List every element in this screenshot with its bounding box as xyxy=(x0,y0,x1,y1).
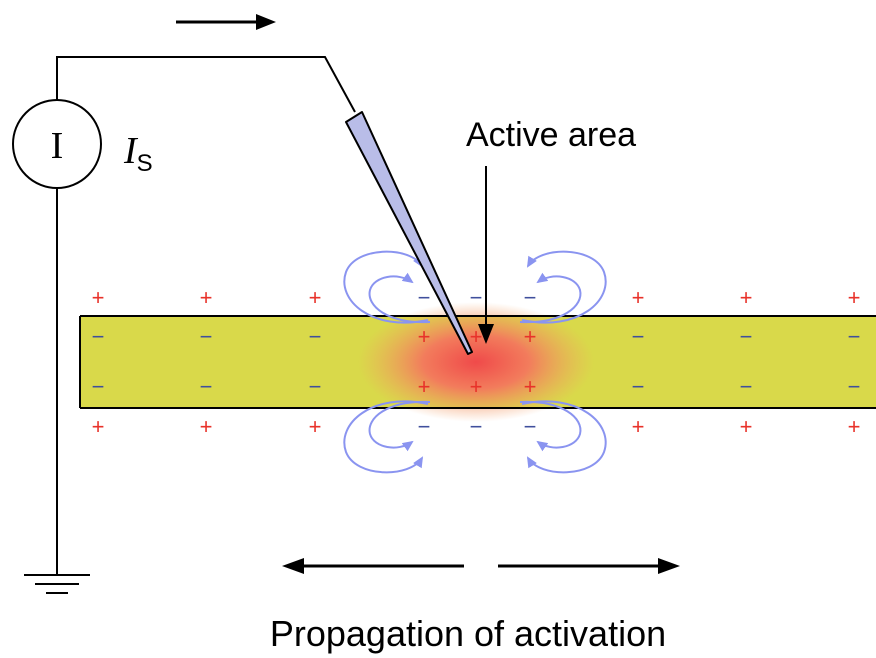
charge-minus: − xyxy=(740,374,753,399)
charge-plus: + xyxy=(309,414,322,439)
current-source-icon xyxy=(12,99,102,189)
charge-plus: + xyxy=(418,324,431,349)
source-wire xyxy=(56,56,356,113)
current-label-main: I xyxy=(123,130,139,172)
current-source-label: I xyxy=(51,125,64,167)
charge-minus: − xyxy=(524,414,537,439)
charge-minus: − xyxy=(200,324,213,349)
active-area-label: Active area xyxy=(466,116,636,154)
charge-plus: + xyxy=(92,414,105,439)
field-lines xyxy=(343,250,607,474)
charge-minus: − xyxy=(470,414,483,439)
charge-plus: + xyxy=(848,285,861,310)
charge-plus: + xyxy=(740,414,753,439)
current-label: IS xyxy=(123,130,153,177)
ground-symbol-icon xyxy=(24,574,90,594)
charge-plus: + xyxy=(200,285,213,310)
active-area-pointer-arrow xyxy=(478,166,494,344)
charge-plus: + xyxy=(524,324,537,349)
charge-minus: − xyxy=(470,285,483,310)
current-label-subscript: S xyxy=(137,150,153,177)
charge-plus: + xyxy=(632,414,645,439)
charge-minus: − xyxy=(632,324,645,349)
charge-plus: + xyxy=(632,285,645,310)
active-area-glow xyxy=(358,302,594,422)
charge-minus: − xyxy=(418,414,431,439)
charge-minus: − xyxy=(200,374,213,399)
charge-minus: − xyxy=(309,324,322,349)
charge-minus: − xyxy=(92,324,105,349)
charge-signs: + + + − − − + + + − − − + + + − − − − − … xyxy=(92,285,861,439)
charge-minus: − xyxy=(418,285,431,310)
charge-plus: + xyxy=(524,374,537,399)
charge-plus: + xyxy=(740,285,753,310)
charge-minus: − xyxy=(309,374,322,399)
charge-minus: − xyxy=(848,324,861,349)
charge-plus: + xyxy=(470,324,483,349)
charge-minus: − xyxy=(740,324,753,349)
current-direction-arrow xyxy=(176,14,276,30)
propagation-arrows xyxy=(282,558,680,574)
charge-plus: + xyxy=(200,414,213,439)
stimulating-electrode xyxy=(345,111,473,355)
charge-plus: + xyxy=(470,374,483,399)
charge-minus: − xyxy=(848,374,861,399)
propagation-label: Propagation of activation xyxy=(270,613,666,654)
charge-plus: + xyxy=(418,374,431,399)
charge-plus: + xyxy=(92,285,105,310)
charge-minus: − xyxy=(92,374,105,399)
charge-plus: + xyxy=(309,285,322,310)
charge-plus: + xyxy=(848,414,861,439)
charge-minus: − xyxy=(632,374,645,399)
charge-minus: − xyxy=(524,285,537,310)
